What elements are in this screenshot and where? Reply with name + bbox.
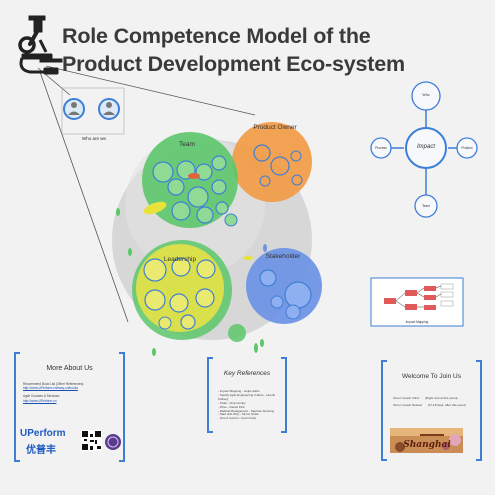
reference-item: - Spotify Agile Engineering Culture - He… xyxy=(218,392,276,401)
join-row-name: Scrum Coach Clinic xyxy=(393,396,420,400)
intro-who-are-we[interactable] xyxy=(61,87,125,135)
references-panel[interactable]: Key References - Impact Mapping - Gojko … xyxy=(207,357,287,433)
impact-node-who: Who xyxy=(422,93,430,97)
join-row: Scrum Coach Clinic [Right now at this ev… xyxy=(393,395,479,402)
join-bracket-right xyxy=(476,360,482,461)
more-about-panel[interactable]: More About Us Recommend Book List (Other… xyxy=(14,352,125,462)
join-row-name: Scrum Coach Retreat xyxy=(393,403,422,407)
shanghai-banner-text: Shanghai xyxy=(403,440,451,450)
more-about-link[interactable]: http://www.UPerform.cn/easy-cn/books xyxy=(23,386,78,391)
product-owner-label: Product Owner xyxy=(253,124,297,131)
impact-mapping-thumbnail[interactable] xyxy=(370,277,464,327)
reference-item: - Drive - Daniel Pink xyxy=(218,404,245,409)
cluster-stakeholder[interactable] xyxy=(246,248,322,324)
page-title: Role Competence Model of the Product Dev… xyxy=(62,22,405,78)
more-about-line: Recommend Book List (Other References): xyxy=(23,382,85,386)
title-line-1: Role Competence Model of the xyxy=(62,24,371,48)
reference-item: - Peak - Chip Conley xyxy=(218,400,246,405)
brand-name-cn: 优普丰 xyxy=(26,445,56,456)
title-line-2: Product Development Eco-system xyxy=(62,52,405,76)
reference-item: - Radical Management - Stephen Denning xyxy=(218,408,275,413)
impact-node-team: Team xyxy=(422,204,430,208)
impact-node-process: Process xyxy=(375,146,387,150)
join-row-when: [17-18 Sept. after this event] xyxy=(427,403,466,407)
reference-item: - Impact Mapping - Gojko Adzic xyxy=(218,389,260,393)
join-bracket-left xyxy=(381,360,387,461)
impact-node-product: Product xyxy=(461,146,473,150)
who-are-we-label: Who are we xyxy=(81,136,106,141)
join-panel[interactable]: Welcome To Join Us Scrum Coach Clinic [R… xyxy=(381,360,482,461)
references-bracket-right xyxy=(281,357,287,433)
cluster-leadership[interactable] xyxy=(132,240,232,340)
impact-mapping-caption: Impact Mapping xyxy=(405,320,429,324)
more-about-bracket-left xyxy=(14,352,20,462)
shanghai-banner xyxy=(390,428,463,453)
leadership-label: Leadership xyxy=(163,256,197,263)
impact-center-label: Impact xyxy=(416,144,435,150)
more-about-link[interactable]: http://www.UPerform.cn xyxy=(23,398,57,403)
more-about-text: Recommend Book List (Other References): … xyxy=(23,382,118,403)
more-about-bracket-right xyxy=(119,352,125,462)
badge-icon xyxy=(105,434,121,450)
qr-code xyxy=(81,430,102,451)
reference-item: - Out of Control - Kevin Kelly xyxy=(218,416,257,421)
cluster-product-owner[interactable] xyxy=(232,122,312,202)
join-row-when: [Right now at this event] xyxy=(425,396,458,400)
join-row: Scrum Coach Retreat [17-18 Sept. after t… xyxy=(393,402,479,409)
join-title: Welcome To Join Us xyxy=(401,373,461,380)
more-about-line: Agile Courses & Services: xyxy=(23,394,60,399)
team-label: Team xyxy=(179,141,195,148)
stakeholder-label: Stakeholder xyxy=(265,253,301,260)
more-about-title: More About Us xyxy=(46,365,93,372)
join-rows: Scrum Coach Clinic [Right now at this ev… xyxy=(393,395,479,409)
decorative-blobs xyxy=(116,173,267,356)
references-bracket-left xyxy=(207,357,213,433)
microscope-icon xyxy=(18,15,63,75)
references-title: Key References xyxy=(223,370,271,377)
reference-item: - Start with Why - Simon Sinek xyxy=(218,412,259,417)
references-list: - Impact Mapping - Gojko Adzic - Spotify… xyxy=(218,389,284,421)
brand-name-en: UPerform xyxy=(20,428,66,439)
impact-map[interactable] xyxy=(370,81,478,218)
